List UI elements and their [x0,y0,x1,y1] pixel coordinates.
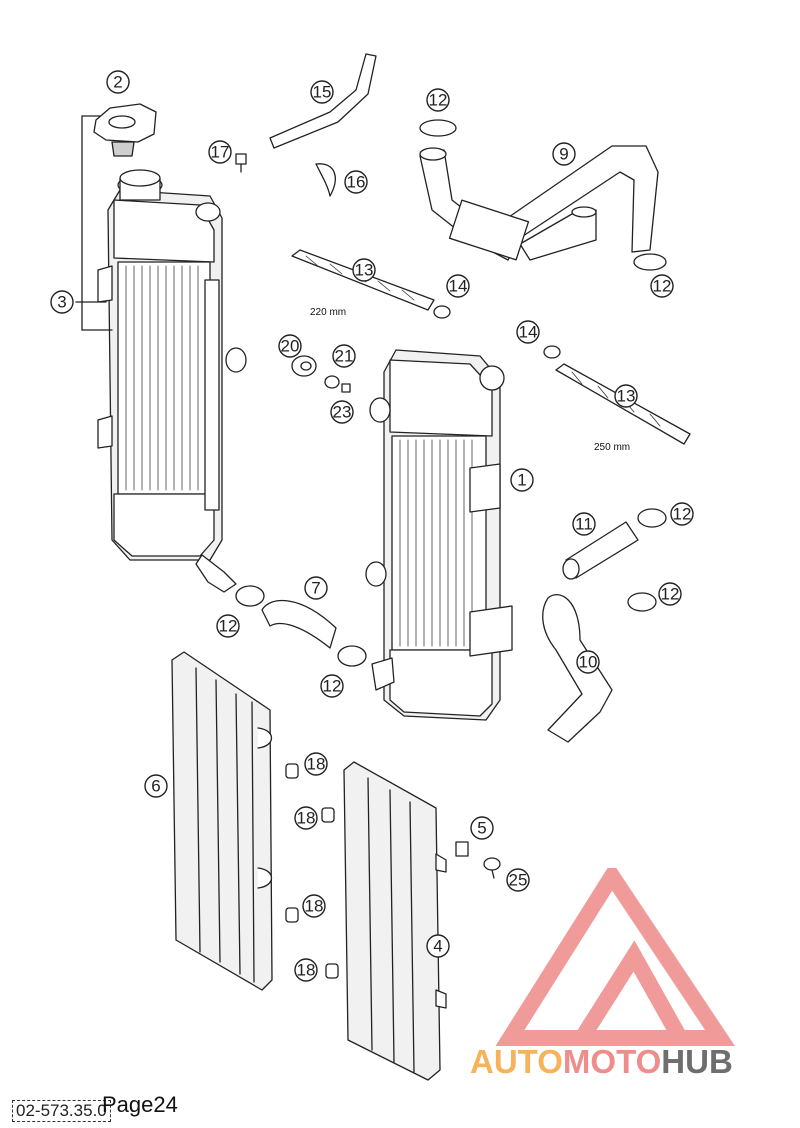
callout-13-b: 13 [614,384,638,408]
logo-text-auto: AUTO [470,1043,563,1080]
clip-nut [455,841,469,857]
callout-3: 3 [50,290,74,314]
automotohub-logo-text: AUTOMOTOHUB [470,1043,733,1081]
callout-14-a: 14 [446,274,470,298]
callout-12-a: 12 [426,88,450,112]
svg-text:12: 12 [673,505,692,524]
hose-clip [315,163,336,197]
right-radiator [365,349,513,721]
leader-lines [75,115,113,331]
callout-18-b: 18 [294,806,318,830]
svg-text:4: 4 [433,937,442,956]
dimension-label-250: 250 mm [594,442,630,453]
svg-text:23: 23 [333,403,352,422]
svg-text:21: 21 [335,347,354,366]
lower-hose [542,594,613,743]
svg-text:18: 18 [305,897,324,916]
callout-11: 11 [572,512,596,536]
svg-text:13: 13 [355,261,374,280]
svg-text:25: 25 [509,871,528,890]
svg-text:1: 1 [517,471,526,490]
right-radiator-louver [343,761,447,1081]
svg-text:12: 12 [661,585,680,604]
callout-12-b: 12 [650,274,674,298]
grommet [291,355,317,377]
callout-18-a: 18 [304,752,328,776]
small-clamp-group [433,305,561,359]
callout-16: 16 [344,170,368,194]
callout-13-a: 13 [352,258,376,282]
svg-text:10: 10 [579,653,598,672]
svg-text:7: 7 [311,579,320,598]
washer [324,375,340,389]
svg-text:16: 16 [347,173,366,192]
callout-5: 6 [144,774,168,798]
dimension-label-220: 220 mm [310,307,346,318]
callout-2: 2 [106,70,130,94]
document-code: 02-573.35.0 [12,1100,111,1122]
callout-12-f: 12 [320,674,344,698]
callout-12-d: 12 [658,582,682,606]
automotohub-logo-mark [495,868,735,1046]
svg-text:12: 12 [219,617,238,636]
svg-text:3: 3 [57,293,66,312]
svg-text:12: 12 [653,277,672,296]
callout-9: 9 [552,142,576,166]
vent-hose [269,53,377,149]
callout-25: 25 [506,868,530,892]
callout-21: 21 [332,344,356,368]
svg-text:18: 18 [297,809,316,828]
left-radiator [97,169,247,593]
logo-text-moto: MOTO [562,1043,662,1080]
svg-text:2: 2 [113,73,122,92]
page-number: Page24 [102,1092,178,1117]
svg-text:12: 12 [429,91,448,110]
left-radiator-louver [171,651,273,991]
callout-1: 1 [510,468,534,492]
svg-text:20: 20 [281,337,300,356]
svg-text:17: 17 [211,143,230,162]
callout-17: 17 [208,140,232,164]
svg-text:5: 5 [477,819,486,838]
callout-12-c: 12 [670,502,694,526]
svg-text:13: 13 [617,387,636,406]
callout-7: 7 [304,576,328,600]
callout-6: 5 [470,816,494,840]
callout-18-d: 18 [294,958,318,982]
callout-23: 23 [330,400,354,424]
callout-15: 15 [310,80,334,104]
svg-text:18: 18 [307,755,326,774]
y-hose [419,145,659,261]
callout-14-b: 14 [516,320,540,344]
callout-4: 4 [426,934,450,958]
svg-text:6: 6 [151,777,160,796]
callout-18-c: 18 [302,894,326,918]
svg-text:18: 18 [297,961,316,980]
svg-text:11: 11 [575,515,593,534]
callout-10: 10 [576,650,600,674]
hose-clamp-group [235,119,667,667]
svg-text:15: 15 [313,83,332,102]
rubber-bushing-group [285,763,339,979]
callout-20: 20 [278,334,302,358]
connecting-hose [261,599,337,649]
svg-text:14: 14 [519,323,538,342]
callout-12-e: 12 [216,614,240,638]
bolt [341,383,351,393]
svg-text:14: 14 [449,277,468,296]
svg-text:12: 12 [323,677,342,696]
screw [235,153,247,173]
radiator-cap [93,103,157,157]
short-hose [562,521,639,580]
svg-text:9: 9 [559,145,568,164]
logo-text-hub: HUB [661,1043,733,1080]
mounting-screw [483,857,501,879]
